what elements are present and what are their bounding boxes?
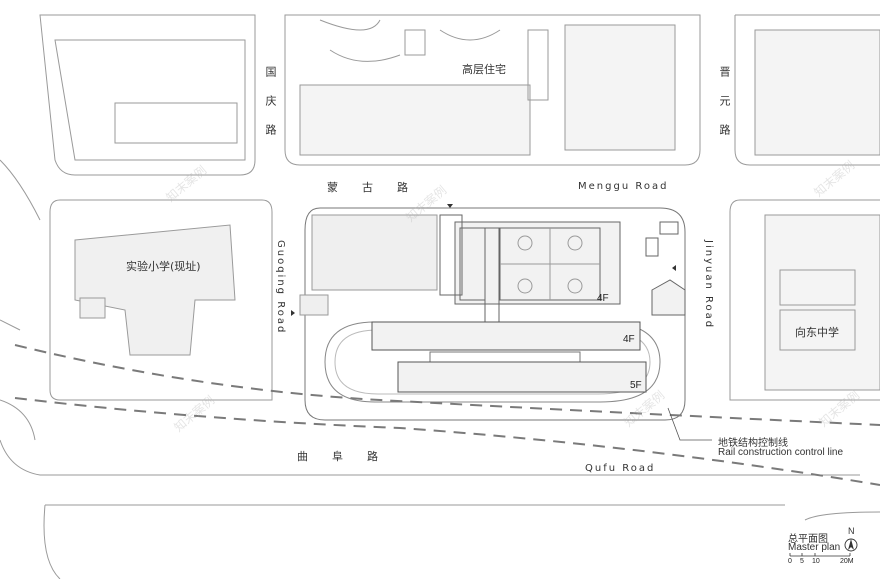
building-footprint [779, 309, 856, 351]
road-label-menggu-en: Menggu Road [578, 181, 669, 192]
floor-label-gym: 4F [597, 293, 609, 304]
road-label-jinyuan-cn: 晋元路 [718, 66, 731, 153]
road-label-qufu-cn: 曲阜路 [297, 450, 402, 463]
building-footprint [564, 24, 676, 151]
court-circle [517, 235, 533, 251]
building-footprint [779, 269, 856, 306]
entrance-arrow [447, 204, 453, 208]
road-edge [43, 504, 785, 579]
leader-line [667, 407, 712, 441]
block-outline [39, 14, 256, 176]
legend-title-en: Master plan [788, 542, 841, 553]
running-track [324, 321, 661, 403]
place-label-xiangdong-school: 向东中学 [795, 326, 839, 339]
middle-block [371, 321, 641, 351]
legend-title-cn: 总平面图 [788, 534, 828, 545]
road-label-guoqing-cn: 国庆路 [264, 66, 277, 153]
building-footprint [439, 214, 463, 296]
building-footprint [299, 84, 531, 156]
school-building [74, 224, 236, 356]
building-footprint [651, 279, 686, 316]
scale-tick-label: 5 [800, 558, 804, 565]
building-footprint [645, 237, 659, 257]
north-label: N [848, 526, 855, 536]
road-edge [0, 399, 36, 441]
block-outline [729, 199, 880, 401]
entrance-arrow [291, 310, 295, 316]
court-circle [517, 278, 533, 294]
north-arrow-icon [844, 538, 858, 552]
scale-tick-label: 10 [812, 558, 820, 565]
rail-control-line [14, 344, 880, 426]
entrance-arrow [672, 265, 676, 271]
court-circle [567, 235, 583, 251]
running-track [334, 329, 651, 395]
site-boundary [304, 207, 686, 421]
building-footprint [311, 214, 438, 291]
place-label-experimental-school: 实验小学(现址) [126, 260, 201, 273]
scale-bar [789, 553, 851, 557]
building-footprint [527, 29, 549, 101]
building-footprint [299, 294, 329, 316]
floor-label-middle: 4F [623, 334, 635, 345]
floor-label-south: 5F [630, 380, 642, 391]
scale-tick-label: 0 [788, 558, 792, 565]
road-label-qufu-en: Qufu Road [585, 463, 656, 474]
block-outline [734, 14, 880, 166]
road-label-menggu-cn: 蒙古路 [327, 181, 432, 194]
rail-line-label-cn: 地铁结构控制线 [718, 438, 788, 449]
south-block [397, 361, 647, 393]
block-outline [49, 199, 273, 401]
building-footprint [754, 29, 880, 156]
block-outline [0, 319, 21, 331]
court-circle [567, 278, 583, 294]
building-footprint [659, 221, 679, 235]
building-footprint [764, 214, 880, 391]
place-label-residential: 高层住宅 [462, 63, 506, 76]
block-outline [0, 159, 41, 221]
block-outline [284, 14, 701, 166]
block-outline [54, 39, 246, 161]
building-footprint [79, 297, 106, 319]
gym-block [454, 221, 621, 305]
landscape-lines [319, 19, 501, 62]
road-label-jinyuan-en: Jinyuan Road [703, 240, 714, 330]
pavilion [404, 29, 426, 56]
road-edge [804, 511, 880, 521]
road-edge [0, 439, 860, 476]
road-label-guoqing-en: Guoqing Road [275, 240, 286, 335]
building-footprint [114, 102, 238, 144]
scale-tick-label: 20M [840, 558, 854, 565]
rail-control-line [14, 397, 880, 486]
rail-line-label-en: Rail construction control line [718, 447, 844, 458]
